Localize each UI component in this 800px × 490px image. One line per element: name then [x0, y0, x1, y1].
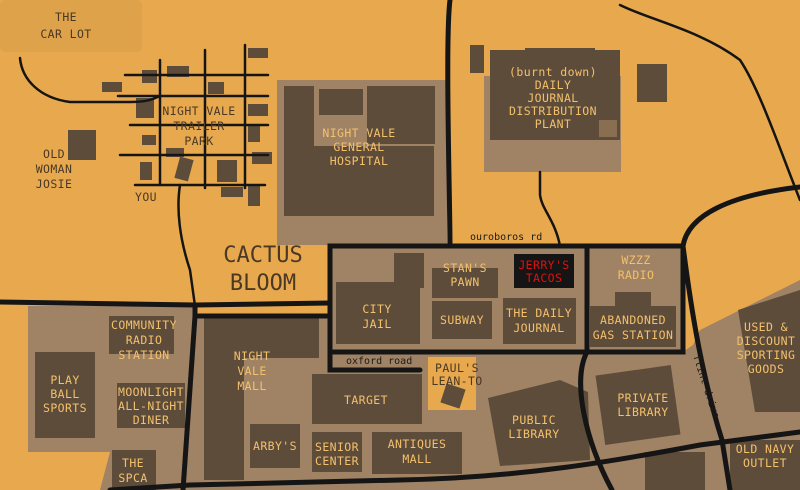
you-marker-label: YOU [135, 190, 157, 204]
ouroboros-road-label: ouroboros rd [470, 232, 542, 243]
oxford-road-label: oxford road [346, 356, 412, 367]
subway-label: SUBWAY [440, 313, 484, 327]
buildings [35, 45, 800, 490]
target-label: TARGET [344, 393, 388, 407]
arbys-label: ARBY'S [253, 439, 297, 453]
car-lot-area[interactable] [0, 0, 142, 52]
